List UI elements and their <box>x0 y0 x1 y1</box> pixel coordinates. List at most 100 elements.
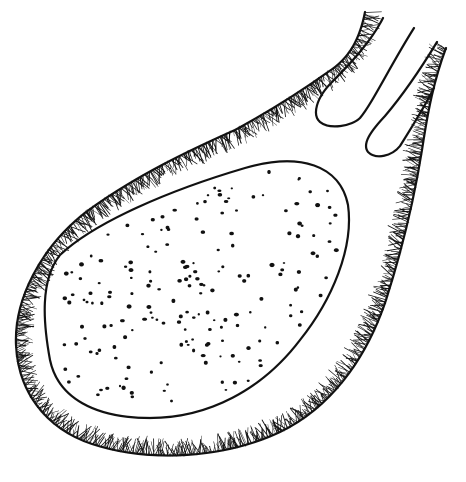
hair-strand <box>391 251 399 252</box>
granule-dot <box>148 270 151 273</box>
granule-dot <box>188 275 191 278</box>
granule-dot <box>109 324 112 327</box>
granule-dot <box>129 268 134 272</box>
hair-strand <box>44 411 59 415</box>
granule-dot <box>114 357 118 360</box>
granule-dot <box>150 311 153 313</box>
hair-strand <box>23 372 32 380</box>
granule-dot <box>100 301 103 305</box>
granule-dot <box>130 292 133 295</box>
granule-dot <box>238 361 241 363</box>
granule-dot <box>127 366 131 370</box>
granule-dot <box>163 390 166 392</box>
granule-dot <box>289 314 292 317</box>
hair-strand <box>23 297 40 299</box>
granule-dot <box>156 319 159 321</box>
granule-dot <box>192 349 195 353</box>
granule-dot <box>102 324 106 328</box>
granule-dot <box>294 202 299 205</box>
granule-dot <box>151 218 155 221</box>
granule-dot <box>219 355 221 357</box>
granule-dot <box>328 240 332 243</box>
granule-dot <box>311 251 316 255</box>
granule-dot <box>185 265 190 268</box>
granule-dot <box>162 322 166 325</box>
granule-dot <box>247 274 251 278</box>
granule-dot <box>231 187 233 189</box>
granule-dot <box>96 393 100 396</box>
hair-strand <box>396 236 404 237</box>
granule-dot <box>185 340 188 343</box>
granule-dot <box>249 311 252 314</box>
granule-dot <box>80 325 84 329</box>
granule-dot <box>106 234 109 236</box>
granule-dot <box>191 338 194 340</box>
granule-dot <box>259 364 263 367</box>
granule-dot <box>203 200 206 203</box>
granule-dot <box>326 190 329 192</box>
granule-dot <box>218 193 222 197</box>
hair-strand <box>117 438 118 451</box>
granule-dot <box>225 389 228 391</box>
granule-dot <box>184 328 187 331</box>
granule-dot <box>89 350 93 353</box>
granule-dot <box>217 249 220 251</box>
granule-dot <box>333 214 337 217</box>
inner-cell-body-outline <box>45 161 349 418</box>
granule-dot <box>160 229 162 231</box>
granule-dot <box>213 319 215 321</box>
granule-dot <box>79 262 84 266</box>
granule-dot <box>76 375 80 378</box>
granule-dot <box>83 337 86 340</box>
granule-dot <box>205 343 209 347</box>
duct-right-outline <box>366 42 437 156</box>
hair-strand <box>165 164 171 169</box>
granule-dot <box>204 361 208 365</box>
hair-strand <box>404 192 414 193</box>
granule-dot <box>107 295 111 298</box>
hair-strand <box>367 310 378 320</box>
granule-dot <box>167 228 171 231</box>
granule-dot <box>146 305 151 309</box>
granule-dot <box>234 313 239 317</box>
granule-dot <box>217 190 221 193</box>
hair-strand <box>408 170 418 176</box>
granule-dot <box>192 262 194 264</box>
granule-dot <box>236 324 239 327</box>
granule-dot <box>142 318 147 321</box>
hair-strand <box>186 441 191 455</box>
granule-dot <box>173 209 177 212</box>
granule-dot <box>125 224 129 228</box>
granule-dot <box>154 251 157 253</box>
granule-dot <box>131 395 134 398</box>
hair-strand <box>201 441 206 453</box>
granule-dot <box>90 255 93 258</box>
granule-dot <box>324 276 328 279</box>
granule-dot <box>287 231 291 235</box>
hair-strand <box>429 55 443 57</box>
granule-dot <box>210 288 214 292</box>
granule-dot <box>252 195 256 198</box>
granule-dot <box>259 297 263 301</box>
granule-dot <box>125 377 129 380</box>
granule-dot <box>165 243 169 246</box>
granule-dot <box>309 190 312 193</box>
hair-strand <box>124 186 133 201</box>
granule-dot <box>207 194 210 196</box>
granule-dot <box>98 282 101 284</box>
hair-strand <box>364 12 381 13</box>
hair-strand <box>328 379 339 387</box>
granule-dot <box>221 340 224 343</box>
granule-dot <box>198 313 200 316</box>
granule-dot <box>160 361 163 364</box>
granule-dot <box>328 206 332 209</box>
granule-dot <box>91 302 94 305</box>
granule-dot <box>184 277 188 281</box>
granule-dot <box>280 268 284 271</box>
granule-dot <box>319 294 323 297</box>
granule-dot <box>124 266 127 268</box>
granule-dot <box>312 234 315 237</box>
hair-strand <box>283 414 288 429</box>
granule-dot <box>172 299 176 303</box>
